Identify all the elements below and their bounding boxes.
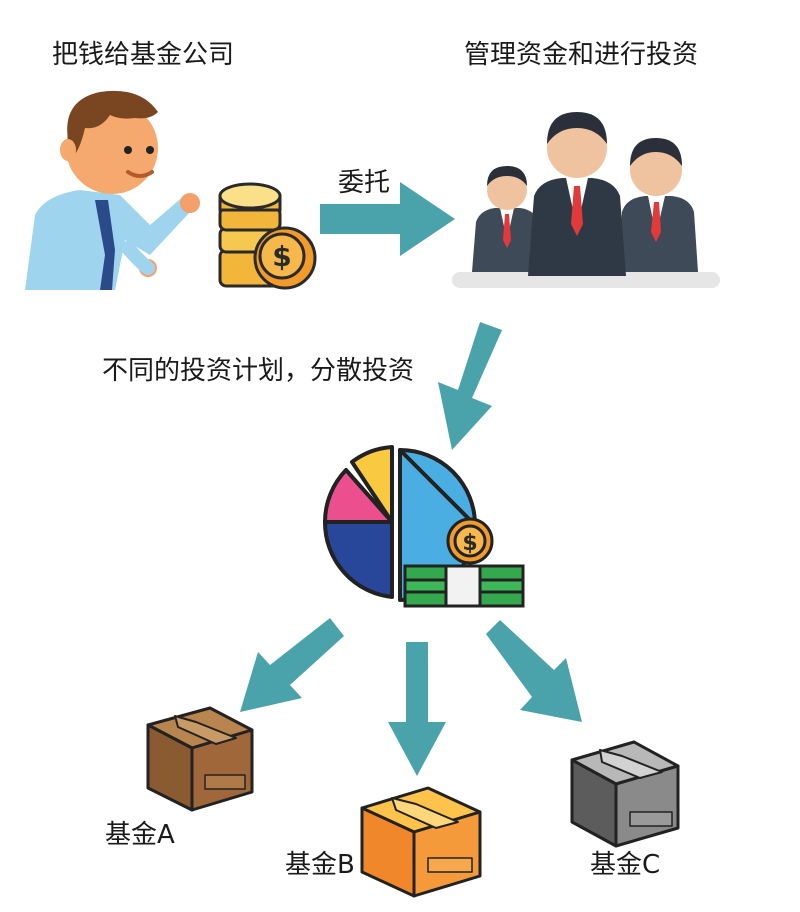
fund-b-label: 基金B: [285, 850, 355, 880]
arrow-to-fund-c: [486, 620, 582, 722]
arrow-to-fund-a: [240, 618, 344, 712]
step1-label: 把钱给基金公司: [52, 40, 235, 70]
gold-coins-icon: $: [218, 182, 317, 290]
svg-text:$: $: [272, 240, 291, 273]
entrust-label: 委托: [338, 168, 391, 198]
box-orange-icon: [360, 786, 482, 898]
cash-stack-icon: $: [403, 517, 525, 608]
diversify-arrow: [438, 322, 502, 450]
diversify-label: 不同的投资计划，分散投资: [102, 356, 415, 386]
fund-managers-icon: [452, 112, 720, 288]
arrow-to-fund-b: [388, 642, 446, 776]
step2-label: 管理资金和进行投资: [464, 40, 699, 70]
fund-c-label: 基金C: [590, 850, 661, 880]
box-brown-icon: [146, 706, 254, 812]
entrust-arrow: [320, 182, 455, 256]
investor-person-icon: [25, 90, 200, 290]
svg-text:$: $: [462, 531, 477, 556]
box-gray-icon: [570, 740, 680, 848]
fund-a-label: 基金A: [105, 820, 175, 850]
